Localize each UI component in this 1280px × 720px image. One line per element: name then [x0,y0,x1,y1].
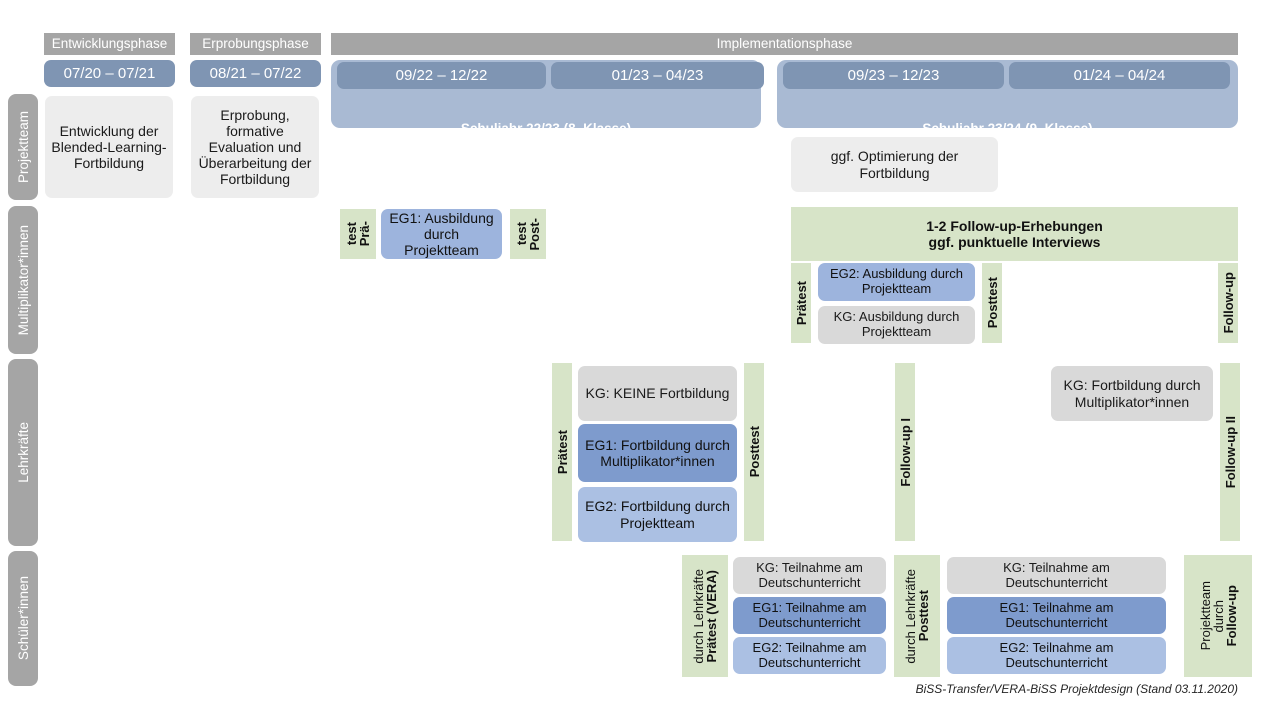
schueler-posttest-reg: durch Lehrkräfte [903,568,918,664]
multiplikatoren-followup-strip: Follow-up [1218,263,1238,343]
row-label-lehrkraefte: Lehrkräfte [8,359,38,546]
schueler-followup-strip: Follow-up durch Projektteam [1184,555,1252,677]
lehrkraefte-kg2-box: KG: Fortbildung durch Multiplikator*inne… [1051,366,1213,421]
multiplikatoren-posttest-line1: Post- [527,217,542,251]
lehrkraefte-eg2-box: EG2: Fortbildung durch Projektteam [578,487,737,542]
multiplikatoren-posttest2-text: Posttest [984,277,1000,329]
lehrkraefte-posttest-strip: Posttest [744,363,764,541]
schueler-followup-bold: Follow-up [1223,585,1239,647]
multiplikatoren-praetest-line2: test [344,222,359,246]
projektteam-entwicklung-box: Entwicklung der Blended-Learning-Fortbil… [45,96,173,198]
date-chip-0720-0721: 07/20 – 07/21 [44,60,175,87]
multiplikatoren-followup-banner: 1-2 Follow-up-Erhebungen ggf. punktuelle… [791,207,1238,261]
schueler-praetest-bold: Prätest (VERA) [704,569,719,663]
date-chip-0821-0722: 08/21 – 07/22 [190,60,321,87]
multiplikatoren-eg1-box: EG1: Ausbildung durch Projektteam [381,209,502,259]
date-chip-0124-0424: 01/24 – 04/24 [1009,62,1230,89]
multiplikatoren-kg-box: KG: Ausbildung durch Projektteam [818,306,975,344]
schueler-kg-b-box: KG: Teilnahme am Deutschunterricht [947,557,1166,594]
phase-header-implementation: Implementationsphase [331,33,1238,55]
phase-header-entwicklung: Entwicklungsphase [44,33,175,55]
lehrkraefte-followup1-text: Follow-up I [897,417,913,487]
schueler-posttest-bold: Posttest [916,590,931,642]
date-chip-0923-1223: 09/23 – 12/23 [783,62,1004,89]
row-label-schueler-text: Schüler*innen [15,576,31,661]
schueler-followup-reg1: durch [1210,599,1226,633]
schueler-eg1-a-box: EG1: Teilnahme am Deutschunterricht [733,597,886,634]
multiplikatoren-praetest-strip: Prä- test [340,209,376,259]
schueler-followup-reg2: Projektteam [1197,581,1213,651]
schueler-eg2-a-box: EG2: Teilnahme am Deutschunterricht [733,637,886,674]
row-label-projektteam: Projektteam [8,94,38,200]
lehrkraefte-followup1-strip: Follow-up I [895,363,915,541]
schueler-posttest-strip: Posttest durch Lehrkräfte [894,555,940,677]
multiplikatoren-praetest2-text: Prätest [793,280,809,326]
schueler-eg1-b-box: EG1: Teilnahme am Deutschunterricht [947,597,1166,634]
lehrkraefte-followup2-strip: Follow-up II [1220,363,1240,541]
multiplikatoren-eg2-box: EG2: Ausbildung durch Projektteam [818,263,975,301]
lehrkraefte-posttest-text: Posttest [746,426,762,478]
followup-banner-line2: ggf. punktuelle Interviews [928,234,1101,250]
multiplikatoren-followup-text: Follow-up [1220,272,1236,334]
multiplikatoren-praetest-line1: Prä- [357,221,372,247]
multiplikatoren-praetest2-strip: Prätest [791,263,811,343]
date-chip-0922-1222: 09/22 – 12/22 [337,62,546,89]
lehrkraefte-praetest-text: Prätest [554,429,570,475]
lehrkraefte-followup2-text: Follow-up II [1222,415,1238,489]
row-label-multiplikatoren-text: Multiplikator*innen [15,224,31,336]
lehrkraefte-praetest-strip: Prätest [552,363,572,541]
projektteam-erprobung-box: Erprobung, formative Evaluation und Über… [191,96,319,198]
row-label-projektteam-text: Projektteam [15,110,31,184]
date-chip-0123-0423: 01/23 – 04/23 [551,62,764,89]
lehrkraefte-kg-box: KG: KEINE Fortbildung [578,366,737,421]
schueler-praetest-reg: durch Lehrkräfte [691,568,706,664]
row-label-multiplikatoren: Multiplikator*innen [8,206,38,354]
multiplikatoren-posttest2-strip: Posttest [982,263,1002,343]
projektteam-optimierung-box: ggf. Optimierung der Fortbildung [791,137,998,192]
followup-banner-line1: 1-2 Follow-up-Erhebungen [926,218,1103,234]
multiplikatoren-posttest-strip: Post- test [510,209,546,259]
row-label-schueler: Schüler*innen [8,551,38,686]
footer-caption: BiSS-Transfer/VERA-BiSS Projektdesign (S… [915,682,1238,696]
schueler-eg2-b-box: EG2: Teilnahme am Deutschunterricht [947,637,1166,674]
phase-header-erprobung: Erprobungsphase [190,33,321,55]
multiplikatoren-posttest-line2: test [514,222,529,246]
school-year-label-2324: Schuljahr 23/24 (9. Klasse) [922,120,1093,136]
schueler-kg-a-box: KG: Teilnahme am Deutschunterricht [733,557,886,594]
row-label-lehrkraefte-text: Lehrkräfte [15,422,31,483]
schueler-praetest-strip: Prätest (VERA) durch Lehrkräfte [682,555,728,677]
school-year-label-2223: Schuljahr 22/23 (8. Klasse) [460,120,632,136]
lehrkraefte-eg1-box: EG1: Fortbildung durch Multiplikator*inn… [578,424,737,482]
